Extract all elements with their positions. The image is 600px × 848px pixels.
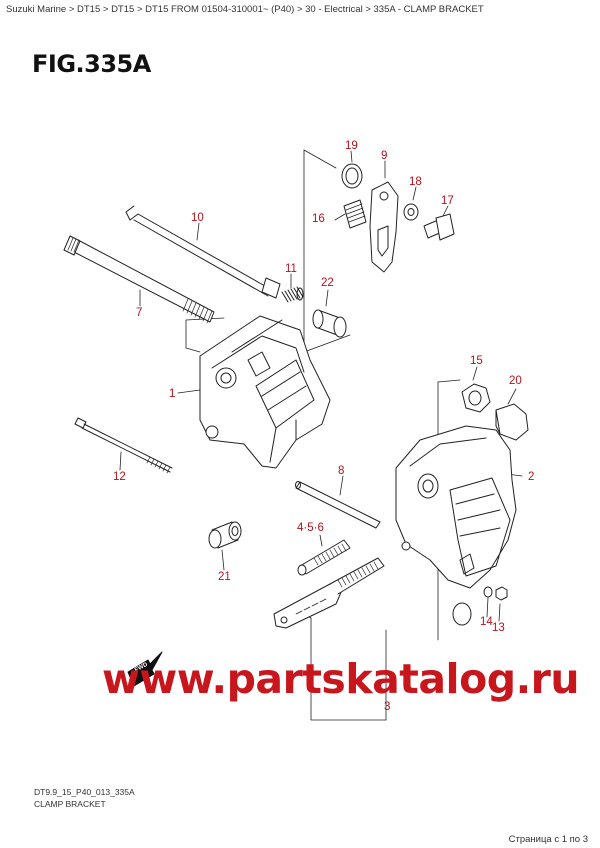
part-21-bushing: [208, 521, 242, 549]
callout-16: 16: [312, 213, 325, 225]
diagram-caption: CLAMP BRACKET: [34, 799, 106, 809]
callout-numbers: 1 2 3 4·5·6 7 8 9 10 11 12 13 14 15 16 1…: [113, 140, 534, 713]
figure-title: FIG.335A: [32, 50, 151, 78]
callout-7: 7: [136, 307, 142, 319]
part-17-bolt: [423, 213, 455, 241]
callout-14: 14: [480, 616, 493, 628]
callout-11: 11: [285, 263, 297, 275]
part-18-washer: [403, 203, 419, 221]
breadcrumb: Suzuki Marine > DT15 > DT15 > DT15 FROM …: [6, 4, 484, 15]
callout-8: 8: [338, 465, 344, 477]
part-22-collar: [312, 309, 347, 338]
callout-19: 19: [345, 140, 358, 152]
part-14-washer: [483, 586, 493, 598]
part-9-plate: [369, 181, 399, 273]
callout-15: 15: [470, 355, 483, 367]
watermark: www.partskatalog.ru: [102, 655, 580, 703]
part-12-bolt: [74, 417, 173, 474]
part-1-clamp-bracket-left: [199, 315, 331, 469]
part-20-plug: [495, 403, 529, 441]
callout-10: 10: [191, 212, 204, 224]
callout-20: 20: [509, 375, 522, 387]
callout-17: 17: [441, 195, 454, 207]
part-13-nut: [495, 586, 508, 601]
callout-22: 22: [321, 277, 334, 289]
part-cap-disc: [452, 602, 472, 626]
part-7-tube: [63, 235, 215, 324]
part-16-block: [343, 199, 367, 229]
callout-13: 13: [492, 622, 505, 634]
part-2-clamp-bracket-right: [395, 425, 517, 589]
callout-1: 1: [169, 388, 175, 400]
callout-9: 9: [381, 150, 387, 162]
part-11-spring: [281, 286, 304, 303]
callout-18: 18: [409, 176, 422, 188]
callout-4-5-6: 4·5·6: [297, 522, 324, 534]
part-19-clip: [341, 163, 363, 189]
part-10-rod: [125, 205, 281, 299]
part-3-lever: [273, 557, 385, 629]
callout-2: 2: [528, 471, 534, 483]
part-456-stud: [297, 539, 351, 576]
callout-21: 21: [218, 571, 231, 583]
diagram-code: DT9.9_15_P40_013_335A: [34, 787, 135, 797]
callout-12: 12: [113, 471, 126, 483]
callout-3: 3: [384, 701, 390, 713]
part-15-nut: [461, 383, 491, 413]
part-8-pin: [295, 481, 381, 529]
page-indicator: Страница с 1 по 3: [508, 834, 588, 845]
